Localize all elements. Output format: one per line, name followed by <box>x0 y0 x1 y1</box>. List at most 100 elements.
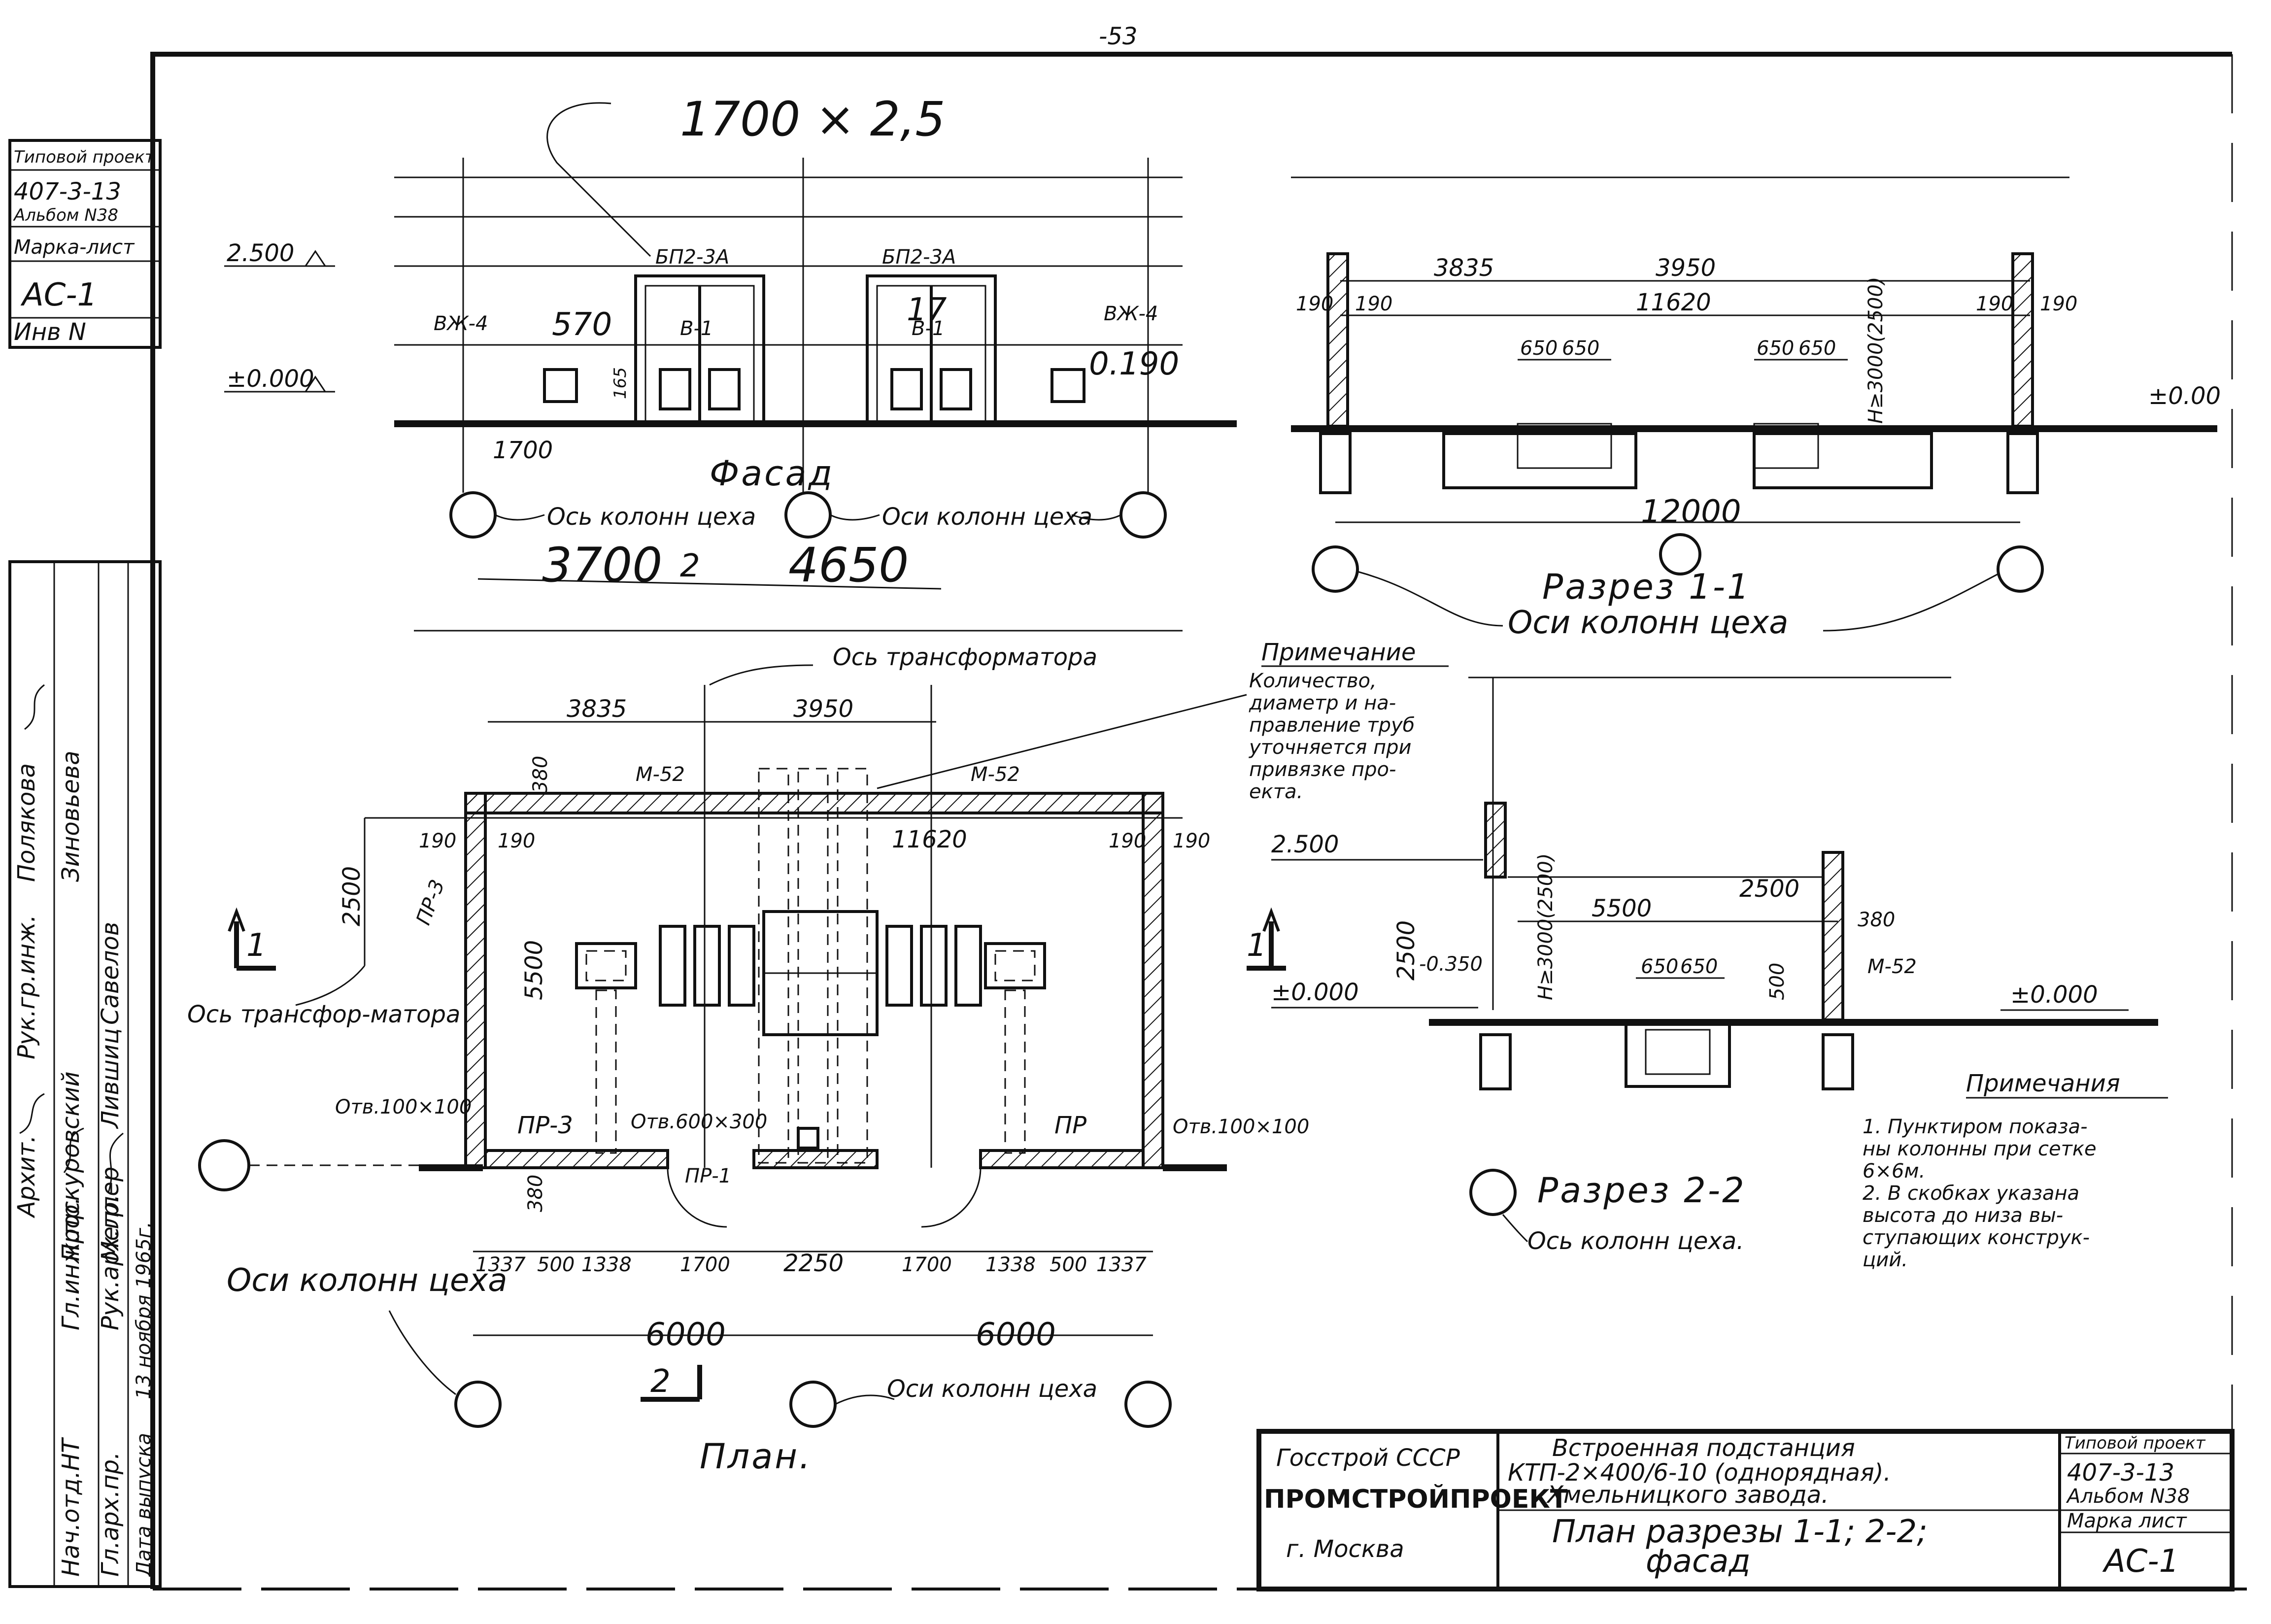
plan-dim-b: 2250 <box>783 1250 844 1277</box>
facade-dim-3700: 3700 <box>542 538 662 593</box>
s22-dim-650a: 650 <box>1641 955 1678 978</box>
notes-title: Примечания <box>1966 1070 2120 1097</box>
signatures <box>19 684 124 1193</box>
note-top-line: привязке про- <box>1249 758 1396 781</box>
tb-mark-label: Марка лист <box>2067 1510 2187 1532</box>
note-top-line: диаметр и на- <box>1249 692 1396 714</box>
s22-level-zero-left: ±0.000 <box>1271 979 1359 1006</box>
facade-bp-left: БП2-3А <box>655 246 729 269</box>
facade-dim-4650: 4650 <box>788 538 909 593</box>
s22-dim-500: 500 <box>1766 963 1789 1000</box>
plan-hole-left: Отв.100×100 <box>335 1096 472 1118</box>
tb-desc-line: Встроенная подстанция <box>1552 1434 1855 1462</box>
staff-name: Проскуровский <box>57 1071 85 1261</box>
facade-level-top: 2.500 <box>227 239 294 267</box>
facade-v1-right: В-1 <box>912 317 945 340</box>
plan-axes-note-left: Оси колонн цеха <box>227 1262 507 1299</box>
tb-org1: Госстрой СССР <box>1276 1444 1460 1472</box>
s11-level-zero: ±0.00 <box>2148 382 2221 410</box>
plan-axis-circle <box>789 1381 837 1428</box>
pipe-note: Примечание Количество, диаметр и на- пра… <box>877 639 1449 803</box>
plan-dim-b: 1700 <box>680 1253 730 1276</box>
plan-cut2: 2 <box>650 1363 671 1400</box>
notes-line: ступающих конструк- <box>1863 1226 2090 1249</box>
staff-name: Савелов <box>97 922 124 1025</box>
plan-dim-b: 1337 <box>1096 1253 1147 1276</box>
s11-dim-12000: 12000 <box>1641 494 1741 530</box>
tb-desc-line: КТП-2×400/6-10 (однорядная). <box>1508 1459 1891 1487</box>
plan-dim-top-3950: 3950 <box>793 695 853 723</box>
side-project-label: Типовой проект <box>14 147 155 167</box>
s11-title: Разрез 1-1 <box>1542 567 1751 607</box>
staff-role: Гл.арх.пр. <box>97 1452 124 1577</box>
s11-h3000: Н≥3000(2500) <box>1864 277 1887 424</box>
side-project-number: 407-3-13 <box>14 178 121 205</box>
staff-name: Полякова <box>13 763 40 882</box>
note-top-line: Количество, <box>1249 670 1377 692</box>
plan-pr: ПР <box>1054 1112 1086 1139</box>
side-stamp: Типовой проект 407-3-13 Альбом N38 Марка… <box>8 139 162 1588</box>
note-top-line: правление труб <box>1249 714 1415 737</box>
s11-axis-circle <box>1997 545 2044 593</box>
staff-role: Архит. <box>13 1135 40 1218</box>
side-mark: АС-1 <box>20 277 97 313</box>
facade-dim-570: 570 <box>552 306 612 343</box>
side-mark-label: Марка-лист <box>14 236 135 259</box>
s22-level-top: 2.500 <box>1271 831 1339 858</box>
s11-dim-650b: 650 <box>1562 337 1599 360</box>
s22-lvl-neg: -0.350 <box>1419 953 1483 976</box>
plan-dim-6000-right: 6000 <box>976 1317 1056 1353</box>
sheet-frame: -53 1700 × 2,5 <box>150 23 2247 1590</box>
s11-dim-190d: 190 <box>2040 293 2077 315</box>
staff-role: Рук.гр.инж. <box>13 914 40 1059</box>
plan-dim-380-bottom: 380 <box>524 1175 547 1212</box>
s11-dim-3950: 3950 <box>1656 254 1716 282</box>
s11-axis-circle <box>1659 533 1701 575</box>
facade-dim-17: 17 <box>907 292 947 328</box>
staff-name: 13 ноября 1965г. <box>133 1221 155 1399</box>
plan-dim-380-top: 380 <box>529 756 552 793</box>
facade-dim-0190: 0.190 <box>1089 346 1179 382</box>
plan-axis-circle <box>454 1381 502 1428</box>
plan-dim-11620: 11620 <box>892 826 967 853</box>
page-number: -53 <box>1099 23 1137 50</box>
tb-org2: ПРОМСТРОЙПРОЕКТ <box>1264 1484 1568 1514</box>
s11-dim-650c: 650 <box>1757 337 1794 360</box>
s11-dim-3835: 3835 <box>1434 254 1494 282</box>
title-block: Госстрой СССР ПРОМСТРОЙПРОЕКТ г. Москва … <box>1256 1429 2235 1591</box>
section-2-2: 2.500 ±0.000 ±0.000 2500 Н≥3000(2500) 55… <box>1271 677 2158 1255</box>
plan-m52-right: М-52 <box>971 763 1020 786</box>
tb-desc-line: Хмельницкого завода. <box>1546 1481 1829 1509</box>
side-album: Альбом N38 <box>13 205 118 225</box>
facade-dim-2: 2 <box>680 548 700 584</box>
tb-city: г. Москва <box>1286 1535 1404 1563</box>
facade-bzh4-left: ВЖ-4 <box>434 312 488 335</box>
plan-dim-190a: 190 <box>419 830 456 852</box>
staff-name: Зиновьева <box>57 750 85 882</box>
plan-dim-b: 500 <box>537 1253 575 1276</box>
plan-dim-190b: 190 <box>498 830 535 852</box>
facade-axis-note-right: Оси колонн цеха <box>882 503 1092 531</box>
s11-dim-190b: 190 <box>1355 293 1392 315</box>
s11-dim-650d: 650 <box>1798 337 1836 360</box>
tb-project-label: Типовой проект <box>2065 1433 2206 1453</box>
s22-dim-2500v: 2500 <box>1392 920 1420 981</box>
notes-line: ций. <box>1863 1249 1908 1271</box>
side-staff-names: Полякова Зиновьева Проскуровский Меллер … <box>13 750 155 1399</box>
tb-sheet-title-line: План разрезы 1-1; 2-2; <box>1552 1514 1928 1550</box>
staff-role: Рук.арх.гр. <box>97 1194 124 1330</box>
notes-line: 6×6м. <box>1863 1160 1925 1183</box>
s22-dim-2500: 2500 <box>1739 875 1799 903</box>
s22-axis-note: Ось колонн цеха. <box>1527 1227 1744 1255</box>
top-handwritten-note: 1700 × 2,5 <box>680 92 945 147</box>
s22-level-zero-right: ±0.000 <box>2010 981 2098 1009</box>
plan-axis-circle <box>198 1139 250 1191</box>
plan-transformer-axis-left: Ось трансфор-матора <box>187 1001 460 1028</box>
plan-dim-b: 1700 <box>902 1253 952 1276</box>
general-notes: Примечания 1. Пунктиром показа- ны колон… <box>1863 1070 2168 1271</box>
staff-name: Лившиц <box>97 1028 124 1129</box>
tb-sheet-title-line: фасад <box>1646 1543 1751 1580</box>
plan-dim-b: 500 <box>1050 1253 1087 1276</box>
s22-h3000: Н≥3000(2500) <box>1534 853 1557 1000</box>
